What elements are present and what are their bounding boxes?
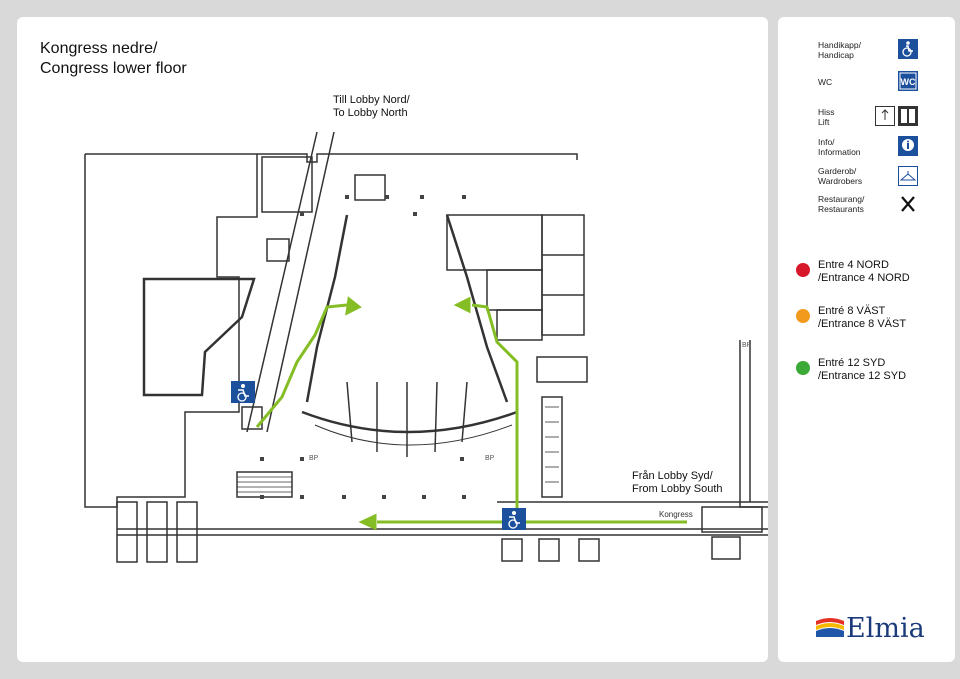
corridor-wall-1 xyxy=(246,131,318,433)
entrance-north-dot xyxy=(796,263,810,277)
entrance-south-line2: /Entrance 12 SYD xyxy=(818,370,907,382)
legend-wardrobe: Garderob/ Wardrobers xyxy=(818,166,862,186)
legend-handicap-line2: Handicap xyxy=(818,50,854,60)
svg-text:WC: WC xyxy=(901,77,916,87)
route-right xyxy=(471,303,519,525)
map-panel: Kongress nedre/ Congress lower floor xyxy=(17,17,768,662)
auditorium-front-arc xyxy=(314,424,513,446)
route-left xyxy=(255,303,348,428)
room-right-4 xyxy=(541,214,585,336)
elmia-logo: Elmia xyxy=(816,613,925,644)
entrance-north-line1: Entre 4 NORD xyxy=(818,259,889,271)
floor-plan: BP BP BP Kongress xyxy=(84,131,768,563)
corridor-wall-2 xyxy=(266,131,335,433)
to-lobby-north-line1: Till Lobby Nord/ xyxy=(333,94,410,106)
legend-restaurant: Restaurang/ Restaurants xyxy=(818,194,864,214)
from-lobby-south-line2: From Lobby South xyxy=(632,483,723,495)
entrance-west-dot xyxy=(796,309,810,323)
bp-label-2: BP xyxy=(485,455,495,462)
route-right-arrowhead xyxy=(453,296,471,314)
auditorium-wall-right xyxy=(445,214,509,403)
legend-info-line1: Info/ xyxy=(818,137,835,147)
bp-label-3: BP xyxy=(742,342,752,349)
map-title: Kongress nedre/ Congress lower floor xyxy=(40,39,187,79)
legend-restaurant-line2: Restaurants xyxy=(818,204,864,214)
wall-top xyxy=(85,153,578,163)
room-right-5 xyxy=(536,356,588,383)
kongress-sign: Kongress xyxy=(659,510,693,519)
wall-right-strip xyxy=(739,340,768,508)
entrance-west-line1: Entré 8 VÄST xyxy=(818,305,886,317)
legend-panel: Handikapp/ Handicap WC WC Hiss Lift Info… xyxy=(778,17,955,662)
route-bottom-arrowhead xyxy=(358,513,377,531)
wheelchair-marker-1 xyxy=(231,381,255,403)
wall-outline-left xyxy=(84,154,258,508)
left-hall xyxy=(142,277,256,397)
from-lobby-south-line1: Från Lobby Syd/ xyxy=(632,470,713,482)
wheelchair-icon xyxy=(898,39,918,59)
elmia-logo-mark xyxy=(816,618,844,637)
entrance-north-line2: /Entrance 4 NORD xyxy=(818,272,910,284)
lift-icon xyxy=(875,106,918,126)
to-lobby-north-label: Till Lobby Nord/ To Lobby North xyxy=(333,94,410,120)
entrance-west-line2: /Entrance 8 VÄST xyxy=(818,318,907,330)
entrance-west-label: Entré 8 VÄST /Entrance 8 VÄST xyxy=(818,305,906,331)
elmia-logo-text: Elmia xyxy=(846,613,925,644)
legend-lift-line2: Lift xyxy=(818,117,830,127)
cutlery-icon xyxy=(901,196,915,212)
legend-handicap: Handikapp/ Handicap xyxy=(818,40,861,60)
info-icon xyxy=(898,136,918,156)
entrance-north-label: Entre 4 NORD /Entrance 4 NORD xyxy=(818,259,910,285)
room-right-2 xyxy=(486,269,543,311)
legend-wardrobe-line2: Wardrobers xyxy=(818,176,863,186)
stair-right xyxy=(541,396,563,498)
legend-info: Info/ Information xyxy=(818,137,861,157)
bp-label-1: BP xyxy=(309,455,319,462)
legend-handicap-line1: Handikapp/ xyxy=(818,40,862,50)
map-title-line2: Congress lower floor xyxy=(40,60,187,77)
legend-wc-line1: WC xyxy=(818,77,833,87)
auditorium-seating-arc xyxy=(301,410,518,434)
legend-wardrobe-line1: Garderob/ xyxy=(818,166,857,176)
to-lobby-north-line2: To Lobby North xyxy=(333,107,408,119)
legend-wc: WC xyxy=(818,77,832,87)
wheelchair-marker-2 xyxy=(502,508,526,530)
route-left-arrowhead xyxy=(345,296,362,316)
entrance-south-line1: Entré 12 SYD xyxy=(818,357,886,369)
hanger-icon xyxy=(898,166,918,186)
room-right-3 xyxy=(496,309,543,341)
legend-info-line2: Information xyxy=(818,147,861,157)
entrance-south-dot xyxy=(796,361,810,375)
legend-lift-line1: Hiss xyxy=(818,107,835,117)
from-lobby-south-label: Från Lobby Syd/ From Lobby South xyxy=(632,470,723,496)
accessible-route xyxy=(255,296,687,531)
entrance-south-label: Entré 12 SYD /Entrance 12 SYD xyxy=(818,357,906,383)
wc-icon: WC xyxy=(898,71,918,91)
legend-restaurant-line1: Restaurang/ xyxy=(818,194,865,204)
legend-lift: Hiss Lift xyxy=(818,107,835,127)
map-title-line1: Kongress nedre/ xyxy=(40,40,158,57)
